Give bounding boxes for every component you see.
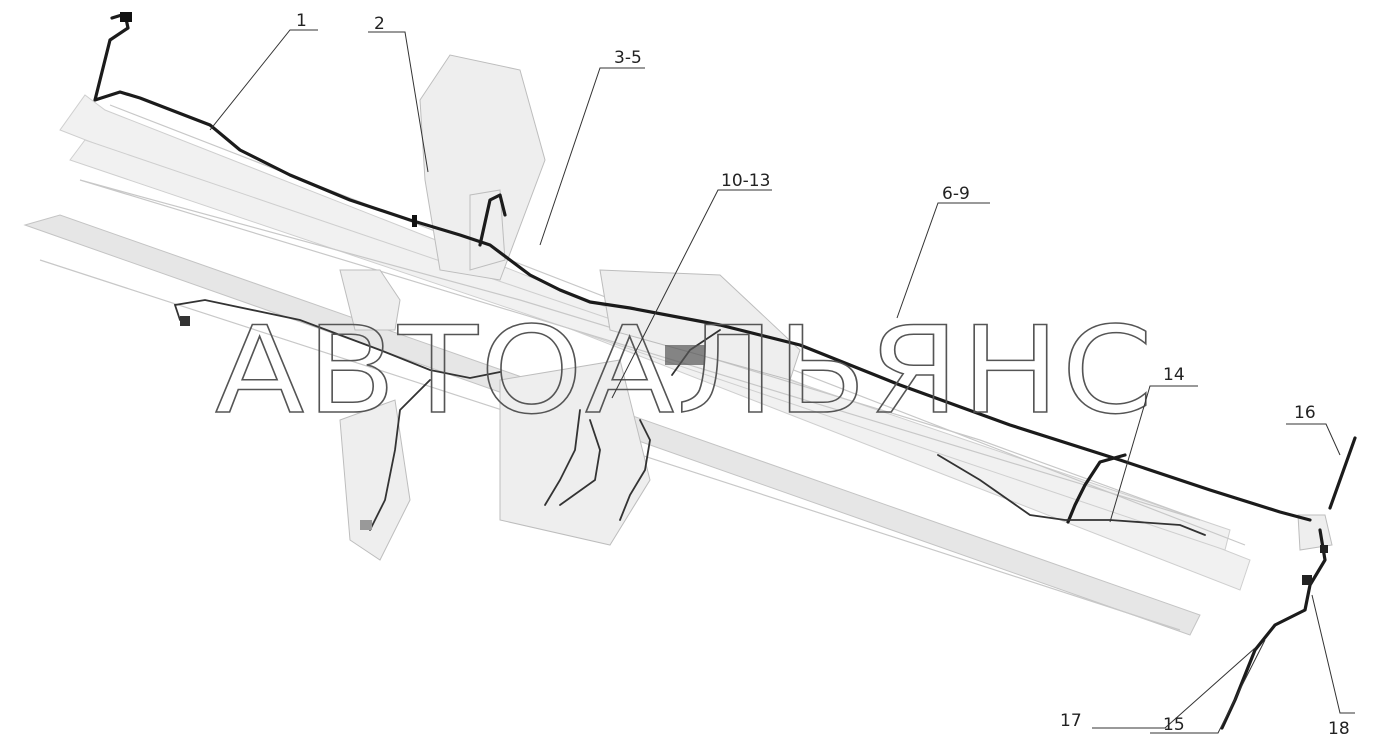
callout-18: 18 [1328,719,1350,739]
callout-10-13: 10-13 [721,171,770,191]
battery-box [499,359,651,546]
fuel-tank [599,269,801,381]
callout-6-9: 6-9 [942,184,970,204]
callout-2: 2 [374,14,385,34]
callout-3-5: 3-5 [614,48,642,68]
callout-1: 1 [296,11,307,31]
bracket-left [339,269,411,561]
leader-lines [209,29,1355,734]
connectors [120,12,1328,585]
callout-labels: 1 2 3-5 10-13 6-9 14 16 17 15 18 [296,11,1350,739]
watermark-text: АВТОАЛЬЯНС [215,302,1155,441]
rear-light-housing [1297,514,1333,551]
callout-17: 17 [1060,711,1082,731]
callout-16: 16 [1294,403,1316,423]
secondary-harness [173,299,651,531]
callout-15: 15 [1163,715,1185,735]
callout-14: 14 [1163,365,1185,385]
cab-panel [419,54,546,281]
